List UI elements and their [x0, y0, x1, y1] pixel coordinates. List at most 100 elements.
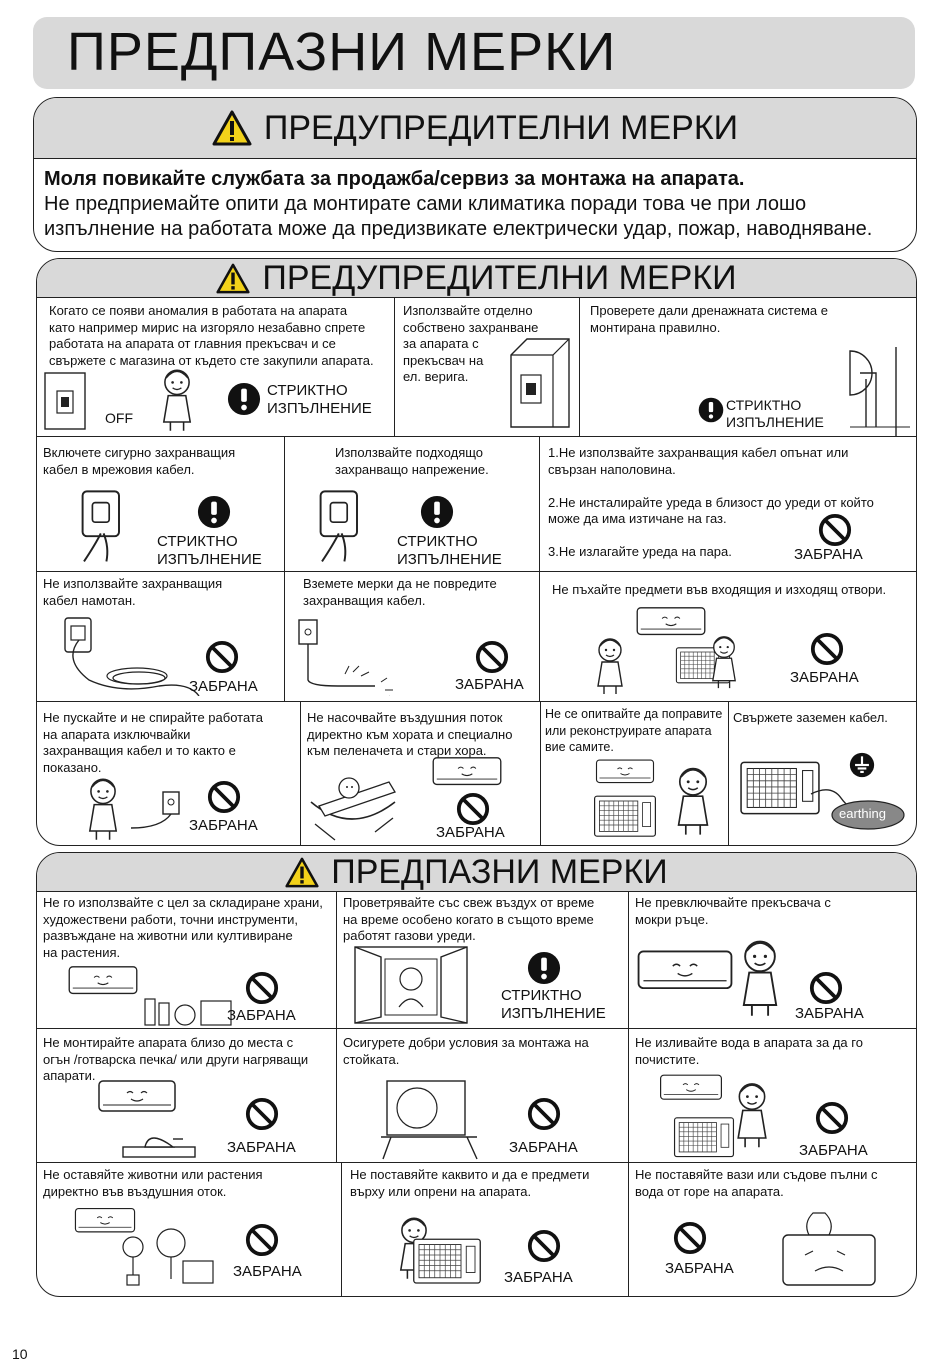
precaution-cell-objects-on-unit: Не поставяйте каквито и да е предмети въ…: [342, 1163, 629, 1296]
mandatory-label: СТРИКТНО ИЗПЪЛНЕНИЕ: [157, 533, 262, 568]
person-illustration: [155, 367, 199, 433]
prohibited-icon: [207, 780, 241, 814]
earthing-label: earthing: [839, 806, 886, 821]
vase-on-unit-illustration: [782, 1212, 876, 1286]
section1-title: ПРЕДУПРЕДИТЕЛНИ МЕРКИ: [263, 108, 739, 147]
warning-cell-earthing: Свържете заземен кабел. earthing: [729, 702, 916, 845]
prohibited-icon: [673, 1221, 707, 1255]
breaker-illustration: [44, 372, 86, 430]
food-items-illustration: [144, 998, 232, 1026]
stove-illustration: [122, 1137, 196, 1158]
prohibited-label: ЗАБРАНА: [227, 1139, 296, 1156]
warning-icon: [212, 110, 252, 146]
prohibited-label: ЗАБРАНА: [189, 817, 258, 834]
prohibited-label: ЗАБРАНА: [455, 676, 524, 693]
repairman-illustration: [669, 762, 717, 840]
warning-cell-airflow-direction: Не насочвайте въздушния поток директно к…: [301, 702, 541, 845]
cell-text: Не пускайте и не спирайте работата на ап…: [43, 710, 263, 775]
warning-cell-cable-gas-steam: 1.Не използвайте захранващия кабел опъна…: [540, 437, 916, 572]
warning-icon: [285, 857, 319, 888]
cell-text: Не използвайте захранващия кабел намотан…: [43, 576, 223, 608]
plug-cable-illustration: [130, 791, 180, 829]
prohibited-label: ЗАБРАНА: [233, 1263, 302, 1280]
prohibited-icon: [245, 1097, 279, 1131]
mandatory-label: СТРИКТНО ИЗПЪЛНЕНИЕ: [397, 533, 502, 568]
precaution-cell-storage: Не го използвайте с цел за складиране хр…: [37, 891, 337, 1029]
prohibited-label: ЗАБРАНА: [790, 669, 859, 686]
person-illustration: [729, 1075, 775, 1155]
prohibited-icon: [818, 513, 852, 547]
cell-text: Не се опитвайте да поправите или реконст…: [545, 707, 723, 754]
cell-text: Свържете заземен кабел.: [733, 710, 888, 725]
window-illustration: [354, 946, 468, 1024]
cell-text: Проветрявайте със свеж въздух от време н…: [343, 895, 595, 943]
indoor-unit-illustration: [635, 949, 735, 993]
person-illustration: [733, 935, 787, 1021]
mandatory-icon: [527, 951, 561, 985]
intro-bold-line: Моля повикайте службата за продажба/серв…: [44, 168, 745, 190]
mandatory-label: СТРИКТНО ИЗПЪЛНЕНИЕ: [726, 397, 824, 430]
indoor-unit-illustration: [595, 758, 655, 786]
precaution-cell-wet-hands: Не превключвайте прекъсвача с мокри ръце…: [629, 891, 916, 1029]
prohibited-icon: [809, 971, 843, 1005]
cell-text: Не оставяйте животни или растения директ…: [43, 1167, 263, 1199]
cell-text: Проверете дали дренажната система е монт…: [590, 303, 828, 335]
warning-icon: [216, 263, 250, 294]
prohibited-icon: [815, 1101, 849, 1135]
prohibited-label: ЗАБРАНА: [795, 1005, 864, 1022]
warnings-panel: ПРЕДУПРЕДИТЕЛНИ МЕРКИ Когато се появи ан…: [36, 258, 917, 846]
indoor-unit-illustration: [97, 1079, 177, 1115]
child-illustration: [705, 634, 743, 690]
prohibited-label: ЗАБРАНА: [794, 546, 863, 563]
earthing-bubble: [831, 800, 905, 830]
cell-text: Използвайте отделно собствено захранване…: [403, 303, 539, 384]
section1-header: ПРЕДУПРЕДИТЕЛНИ МЕРКИ: [34, 98, 916, 159]
indoor-unit-illustration: [67, 965, 139, 997]
prohibited-label: ЗАБРАНА: [509, 1139, 578, 1156]
cell-text: Не изливайте вода в апарата за да го поч…: [635, 1035, 863, 1067]
cell-text: Включете сигурно захранващия кабел в мре…: [43, 445, 236, 477]
section2-title: ПРЕДУПРЕДИТЕЛНИ МЕРКИ: [262, 258, 737, 297]
intro-line-2: Не предприемайте опити да монтирате сами…: [44, 193, 807, 215]
prohibited-label: ЗАБРАНА: [227, 1007, 296, 1024]
prohibited-icon: [245, 971, 279, 1005]
mandatory-icon: [698, 397, 724, 423]
outdoor-unit-illustration: [412, 1237, 482, 1287]
cell-text: Не превключвайте прекъсвача с мокри ръце…: [635, 895, 831, 927]
cell-text: Вземете мерки да не повредите захранващи…: [303, 576, 497, 608]
warning-cell-dedicated-power: Използвайте отделно собствено захранване…: [395, 297, 580, 437]
precaution-cell-animals-plants: Не оставяйте животни или растения директ…: [37, 1163, 342, 1296]
prohibited-icon: [245, 1223, 279, 1257]
warning-cell-drainage: Проверете дали дренажната система е монт…: [580, 297, 916, 437]
prohibited-icon: [456, 792, 490, 826]
page-number: 10: [12, 1346, 28, 1362]
warning-cell-abnormal: Когато се появи аномалия в работата на а…: [37, 297, 395, 437]
precaution-cell-vases: Не поставяйте вази или съдове пълни с во…: [629, 1163, 916, 1296]
cradle-illustration: [310, 777, 396, 841]
intro-line-3: изпълнение на работата може да предизвик…: [44, 218, 873, 240]
plants-illustration: [122, 1228, 214, 1286]
precautions-panel: ПРЕДПАЗНИ МЕРКИ Не го използвайте с цел …: [36, 852, 917, 1297]
cell-text: Не поставяйте вази или съдове пълни с во…: [635, 1167, 878, 1199]
prohibited-label: ЗАБРАНА: [189, 678, 258, 695]
cell-text: Използвайте подходящо захранващо напреже…: [335, 445, 489, 477]
outdoor-unit-illustration: [593, 794, 657, 840]
prohibited-label: ЗАБРАНА: [665, 1260, 734, 1277]
warning-cell-no-repair: Не се опитвайте да поправите или реконст…: [541, 702, 729, 845]
mandatory-icon: [197, 495, 231, 529]
plug-illustration: [315, 481, 371, 569]
section3-header: ПРЕДПАЗНИ МЕРКИ: [37, 853, 916, 892]
coiled-cable-illustration: [64, 617, 200, 696]
mandatory-label: СТРИКТНО ИЗПЪЛНЕНИЕ: [267, 382, 372, 417]
prohibited-icon: [205, 640, 239, 674]
outdoor-unit-illustration: [673, 1115, 735, 1161]
prohibited-icon: [475, 640, 509, 674]
prohibited-icon: [810, 632, 844, 666]
damaged-cable-illustration: [298, 619, 393, 696]
section3-title: ПРЕДПАЗНИ МЕРКИ: [331, 852, 668, 891]
child-illustration: [590, 636, 630, 696]
cell-text: Не го използвайте с цел за складиране хр…: [43, 895, 323, 960]
warning-cell-plug-switching: Не пускайте и не спирайте работата на ап…: [37, 702, 301, 845]
precaution-cell-heat-sources: Не монтирайте апарата близо до места с о…: [37, 1029, 337, 1163]
section1-intro: Моля повикайте службата за продажба/серв…: [34, 159, 916, 250]
